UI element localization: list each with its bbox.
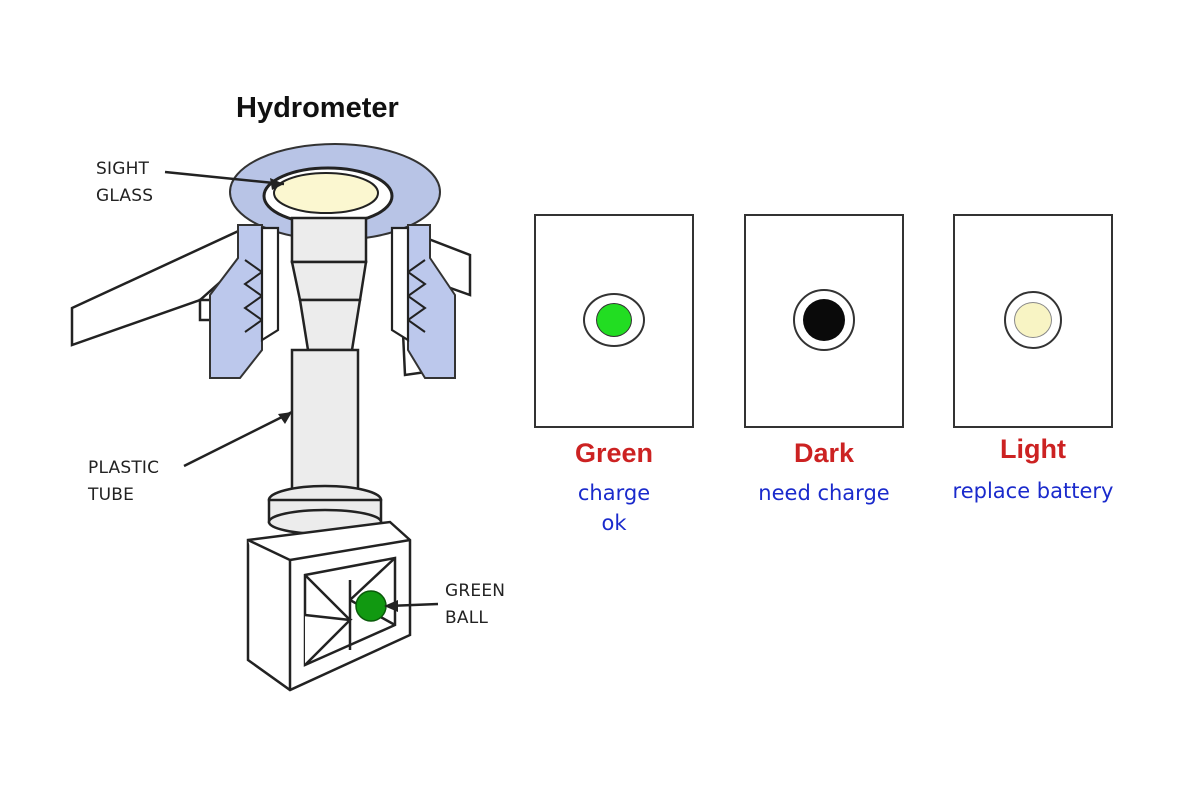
indicator-panel-dark bbox=[744, 214, 904, 428]
indicator-desc-green: charge ok bbox=[494, 478, 734, 538]
callout-sight-glass-line-2: GLASS bbox=[96, 186, 154, 206]
callout-green-ball-line-1: GREEN bbox=[445, 581, 506, 601]
sight-glass-lens bbox=[273, 172, 379, 214]
green-ball bbox=[355, 590, 387, 622]
indicator-panel-green bbox=[534, 214, 694, 428]
indicator-ring-dark bbox=[793, 289, 855, 351]
callout-green-ball: GREEN BALL bbox=[445, 578, 505, 632]
callout-plastic-tube-line-1: PLASTIC bbox=[88, 458, 160, 478]
ball-cage bbox=[246, 520, 412, 692]
indicator-dot-green bbox=[596, 303, 632, 337]
indicator-desc-light: replace battery bbox=[913, 476, 1153, 506]
indicator-label-dark: Dark bbox=[793, 438, 855, 468]
indicator-label-green: Green bbox=[574, 438, 654, 468]
indicator-desc-dark-line-1: need charge bbox=[758, 481, 890, 505]
callout-plastic-tube: PLASTIC TUBE bbox=[88, 455, 159, 509]
indicator-label-light: Light bbox=[1000, 434, 1066, 464]
diagram-title: Hydrometer bbox=[236, 92, 399, 124]
indicator-dot-dark bbox=[803, 299, 845, 341]
indicator-desc-green-line-1: charge bbox=[577, 481, 651, 505]
callout-green-ball-line-2: BALL bbox=[445, 608, 489, 628]
plastic-tube bbox=[290, 348, 360, 492]
indicator-desc-green-line-2: ok bbox=[601, 511, 627, 535]
indicator-desc-light-line-1: replace battery bbox=[952, 479, 1114, 503]
callout-plastic-tube-line-2: TUBE bbox=[88, 485, 135, 505]
indicator-ring-green bbox=[583, 293, 645, 347]
cap-inner-walls bbox=[260, 226, 410, 342]
tube-neck bbox=[290, 216, 368, 352]
indicator-desc-dark: need charge bbox=[704, 478, 944, 508]
callout-sight-glass: SIGHT GLASS bbox=[96, 156, 153, 210]
indicator-dot-light bbox=[1014, 302, 1052, 338]
indicator-ring-light bbox=[1004, 291, 1062, 349]
callout-sight-glass-line-1: SIGHT bbox=[96, 159, 150, 179]
callout-arrowheads bbox=[270, 178, 398, 612]
indicator-panel-light bbox=[953, 214, 1113, 428]
